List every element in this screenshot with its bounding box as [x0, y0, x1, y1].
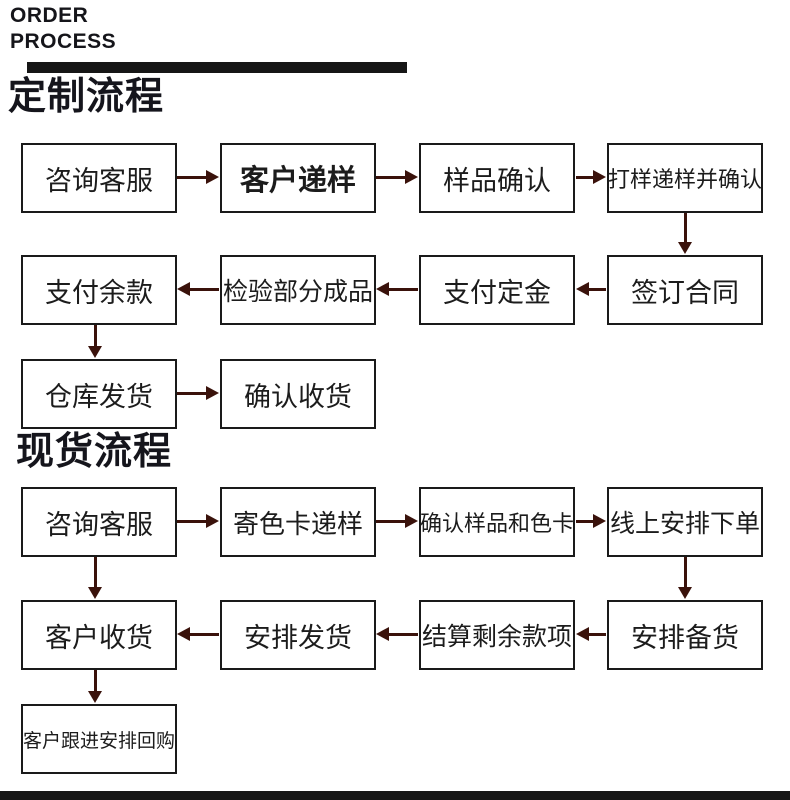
- arrow-left-icon: [576, 282, 606, 296]
- arrow-left-icon: [576, 627, 606, 641]
- arrow-right-icon: [376, 514, 418, 528]
- arrow-down-icon: [88, 325, 102, 358]
- node-stock-online-order: 线上安排下单: [607, 487, 763, 557]
- arrow-left-icon: [177, 282, 219, 296]
- node-stock-settle-balance: 结算剩余款项: [419, 600, 575, 670]
- node-stock-arrange-ship: 安排发货: [220, 600, 376, 670]
- arrow-left-icon: [376, 282, 418, 296]
- arrow-right-icon: [576, 170, 606, 184]
- node-custom-proof-confirm: 打样递样并确认: [607, 143, 763, 213]
- node-stock-colorcard-sample: 寄色卡递样: [220, 487, 376, 557]
- stock-flow-title: 现货流程: [16, 431, 173, 473]
- node-custom-pay-balance: 支付余款: [21, 255, 177, 325]
- arrow-right-icon: [177, 170, 219, 184]
- bottom-divider-bar: [0, 791, 790, 800]
- arrow-left-icon: [177, 627, 219, 641]
- arrow-down-icon: [678, 213, 692, 254]
- arrow-down-icon: [678, 557, 692, 599]
- node-custom-confirm-receipt: 确认收货: [220, 359, 376, 429]
- kicker-line2: PROCESS: [10, 30, 117, 53]
- node-stock-prepare-goods: 安排备货: [607, 600, 763, 670]
- node-custom-consult: 咨询客服: [21, 143, 177, 213]
- arrow-right-icon: [177, 514, 219, 528]
- node-custom-inspect-partial: 检验部分成品: [220, 255, 376, 325]
- arrow-right-icon: [576, 514, 606, 528]
- node-stock-customer-receipt: 客户收货: [21, 600, 177, 670]
- arrow-down-icon: [88, 557, 102, 599]
- node-custom-sample-confirm: 样品确认: [419, 143, 575, 213]
- node-custom-warehouse-ship: 仓库发货: [21, 359, 177, 429]
- arrow-right-icon: [177, 386, 219, 400]
- node-stock-consult: 咨询客服: [21, 487, 177, 557]
- node-custom-sign-contract: 签订合同: [607, 255, 763, 325]
- arrow-down-icon: [88, 670, 102, 703]
- arrow-left-icon: [376, 627, 418, 641]
- arrow-right-icon: [376, 170, 418, 184]
- node-custom-pay-deposit: 支付定金: [419, 255, 575, 325]
- kicker-line1: ORDER: [10, 4, 89, 27]
- kicker-order-process: ORDER PROCESS: [10, 3, 116, 55]
- node-stock-confirm-sample-colorcard: 确认样品和色卡: [419, 487, 575, 557]
- node-custom-sample-submit: 客户递样: [220, 143, 376, 213]
- top-divider-bar: [27, 62, 407, 73]
- custom-flow-title: 定制流程: [8, 76, 165, 118]
- node-stock-followup-repurchase: 客户跟进安排回购: [21, 704, 177, 774]
